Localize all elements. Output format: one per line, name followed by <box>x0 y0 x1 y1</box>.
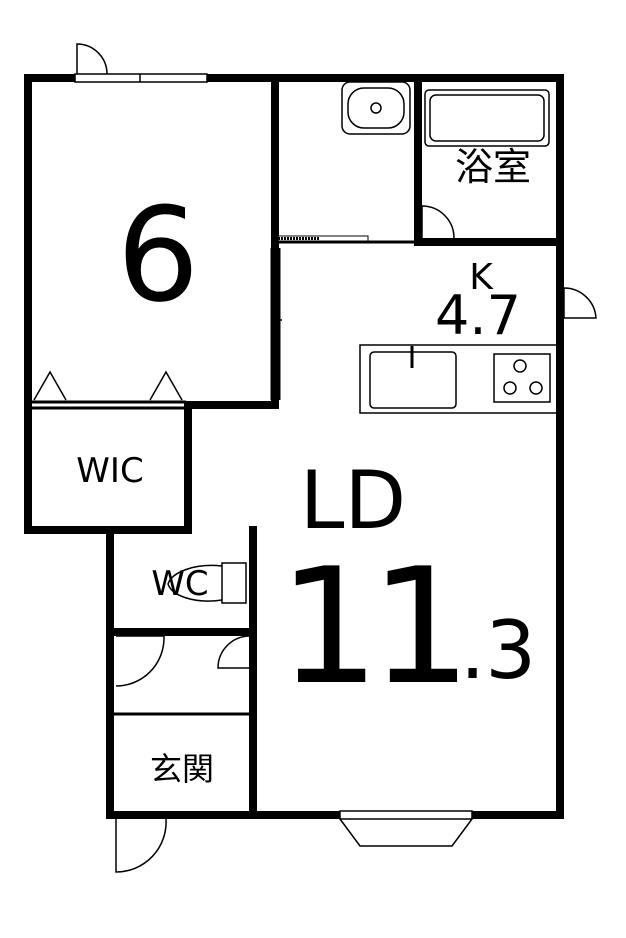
stove-icon <box>493 353 551 403</box>
sliding-door <box>277 235 369 242</box>
toilet-icon <box>167 562 247 604</box>
bath-label: 浴室 <box>455 145 531 189</box>
wic-label: WIC <box>76 451 143 491</box>
ld-size-dec: .3 <box>460 604 536 697</box>
doors <box>33 43 597 873</box>
thin-walls <box>32 240 414 716</box>
entrance-label: 玄関 <box>150 750 214 788</box>
washbasin-icon <box>341 81 411 135</box>
kitchen-prefix: K <box>469 257 494 298</box>
windows <box>74 73 473 847</box>
ld-prefix: LD <box>300 454 406 547</box>
bathtub-icon <box>424 89 550 147</box>
kitchen-size: 4.7 <box>435 284 521 347</box>
wc-label: WC <box>151 564 208 604</box>
room-6-label: 6 <box>117 179 200 331</box>
walls <box>24 74 564 819</box>
ld-size-int: 11 <box>278 533 462 720</box>
kitchen-counter <box>359 344 558 414</box>
